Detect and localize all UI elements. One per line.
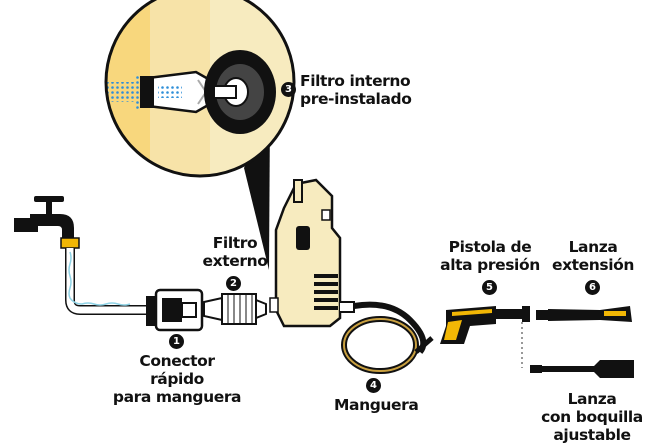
zoom-detail xyxy=(104,0,296,270)
vent-grille xyxy=(314,274,338,310)
badge-6: 6 xyxy=(585,280,600,295)
label-spray-gun: Pistola de alta presión xyxy=(440,238,540,274)
high-pressure-hose xyxy=(341,301,434,374)
extension-lance xyxy=(536,306,632,322)
nozzle-lance xyxy=(530,360,634,378)
label-hose: Manguera xyxy=(334,396,419,414)
badge-2: 2 xyxy=(226,276,241,291)
label-internal-filter: Filtro interno pre-instalado xyxy=(300,72,412,108)
quick-connector xyxy=(146,288,204,332)
label-nozzle-lance: Lanza con boquilla ajustable xyxy=(541,390,643,444)
badge-5: 5 xyxy=(482,280,497,295)
badge-1: 1 xyxy=(169,334,184,349)
spray-gun-icon xyxy=(440,306,530,344)
faucet-icon xyxy=(14,196,80,249)
label-quick-connector: Conector rápido para manguera xyxy=(112,352,242,406)
pressure-washer-icon xyxy=(269,178,355,328)
badge-4: 4 xyxy=(366,378,381,393)
badge-3: 3 xyxy=(281,82,296,97)
label-extension-lance: Lanza extensión xyxy=(551,238,635,274)
external-filter xyxy=(203,293,267,325)
label-external-filter: Filtro externo xyxy=(202,234,268,270)
garden-hose xyxy=(65,248,146,315)
